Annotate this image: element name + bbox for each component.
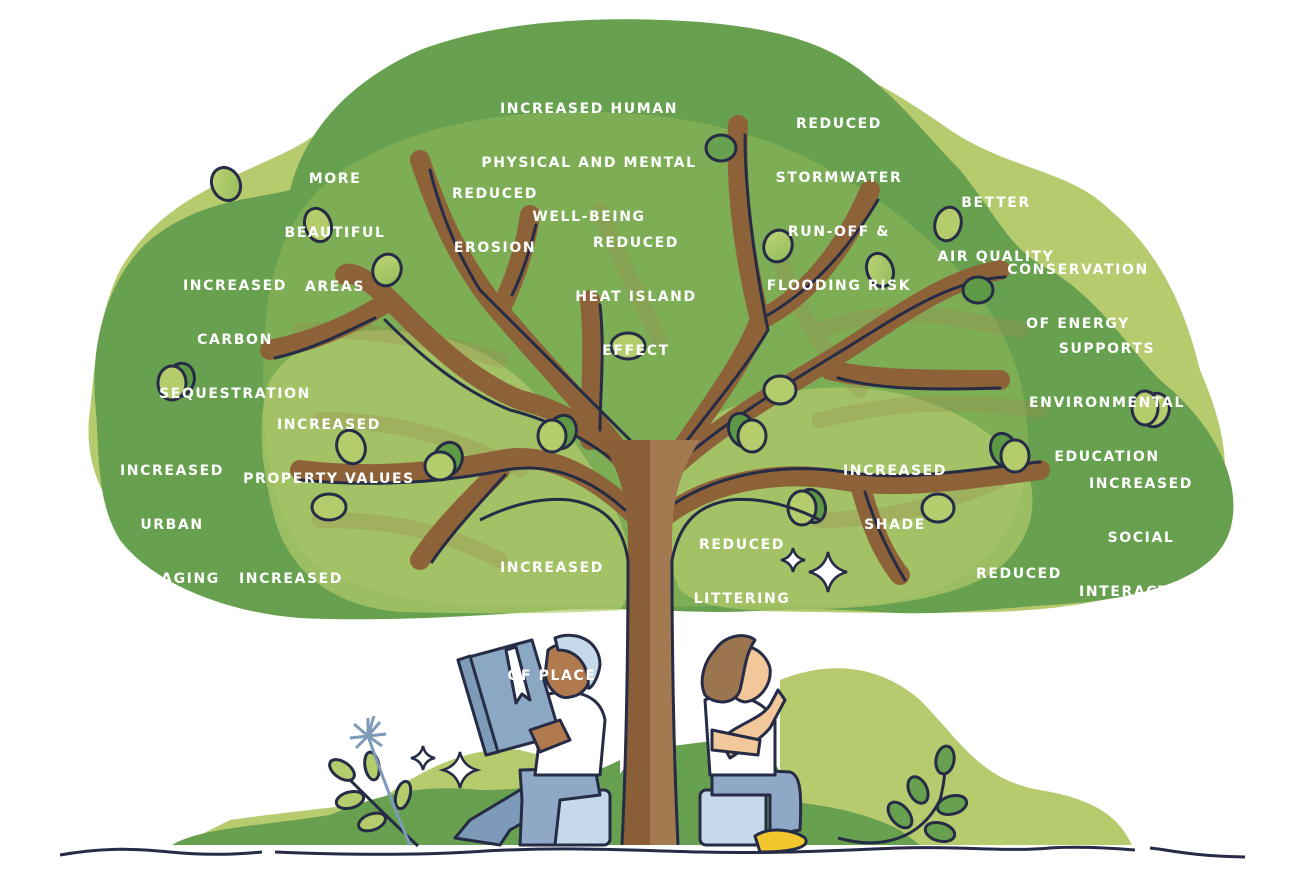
tree-branches: [260, 115, 1050, 585]
leaf: [302, 206, 334, 244]
leaves: [156, 133, 1171, 527]
leaf: [704, 133, 738, 163]
leaf: [999, 438, 1031, 474]
dandelion: [349, 715, 412, 846]
leaf: [156, 364, 188, 402]
leaf: [423, 450, 457, 482]
leaf: [961, 275, 995, 305]
trunk-outline-right: [670, 559, 680, 846]
leaf: [310, 492, 348, 522]
hill-dark-right: [780, 800, 920, 845]
leaf: [335, 428, 367, 466]
trunk-inner-right: [670, 497, 821, 561]
leaf: [933, 205, 963, 243]
ground-line: [59, 845, 1246, 859]
trunk-outline-left: [620, 559, 630, 846]
leaf: [609, 331, 647, 361]
sparkles-ground: [410, 745, 482, 789]
thinker-shoes: [753, 828, 808, 854]
trunk: [479, 440, 821, 846]
thinker-legs: [710, 766, 803, 837]
sparkle-icon: [410, 745, 436, 771]
sparkle-icon: [808, 551, 848, 593]
leaf: [1130, 389, 1160, 427]
sparkle-icon: [780, 547, 806, 573]
thinker-arm-crossed: [710, 728, 762, 757]
trunk-shape: [600, 440, 700, 845]
hill-light-right: [780, 668, 1132, 845]
plant-left: [328, 750, 420, 848]
leaf: [209, 165, 243, 203]
leaf: [864, 251, 896, 289]
leaf: [920, 492, 956, 524]
leaf: [736, 418, 768, 454]
sparkles-canopy: [780, 547, 848, 593]
sparkle-icon: [438, 751, 482, 789]
thinker-hair: [700, 634, 757, 704]
trunk-inner-left: [479, 497, 630, 561]
leaf: [536, 418, 568, 454]
leaf: [762, 374, 798, 406]
reader-hair: [553, 633, 602, 690]
plant-right: [837, 744, 969, 845]
reader-figure: [453, 633, 612, 847]
thinker-figure: [698, 634, 808, 854]
reader-hand: [528, 718, 572, 754]
leaf: [371, 252, 403, 288]
leaf: [762, 228, 794, 264]
